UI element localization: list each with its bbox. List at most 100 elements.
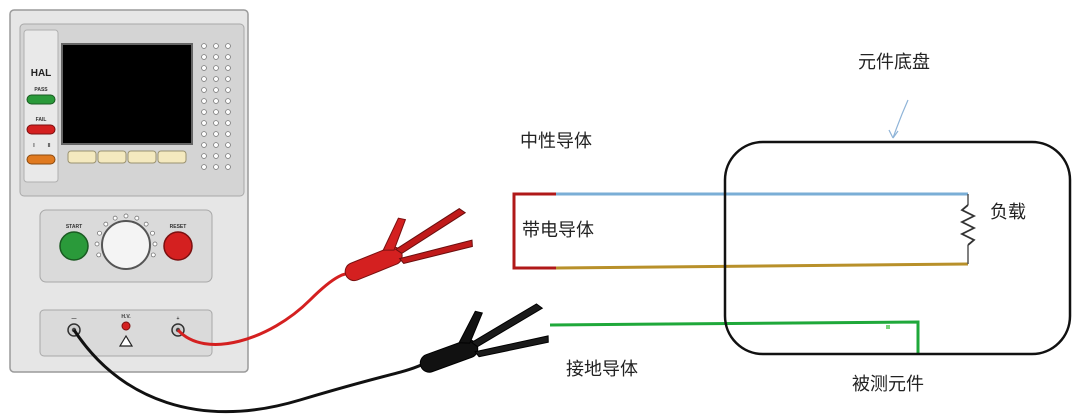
knob-scale-tick	[97, 230, 102, 236]
keypad-key[interactable]	[201, 87, 207, 93]
ground-conductor-wire	[549, 320, 920, 354]
red-clip-lever	[382, 217, 407, 251]
keypad-key[interactable]	[201, 120, 207, 126]
knob-scale-tick	[103, 221, 109, 227]
keypad-key[interactable]	[213, 43, 219, 49]
keypad-key[interactable]	[213, 87, 219, 93]
knob-scale-tick	[112, 215, 118, 221]
hipot-tester: HAL PASS FAIL I II START RESET — H.V. +	[9, 9, 249, 373]
start-button[interactable]	[59, 231, 89, 261]
keypad-key[interactable]	[225, 43, 231, 49]
keypad-key[interactable]	[213, 153, 219, 159]
keypad-key[interactable]	[201, 164, 207, 170]
chassis-pointer-head	[888, 129, 899, 139]
neutral-conductor-label: 中性导体	[520, 131, 592, 152]
keypad	[201, 43, 231, 170]
knob-scale-tick	[96, 252, 102, 258]
pass-label: PASS	[34, 87, 48, 93]
red-clip-jaw-upper	[394, 208, 467, 255]
knob-scale-tick	[152, 241, 158, 247]
start-label: START	[66, 224, 82, 230]
ground-marker	[886, 325, 890, 329]
black-clip-boot	[419, 339, 479, 373]
fail-led	[26, 124, 56, 135]
indicator-i-label: I	[33, 143, 35, 149]
hv-label: H.V.	[121, 314, 131, 320]
chassis-outline	[723, 140, 1072, 356]
keypad-key[interactable]	[213, 65, 219, 71]
keypad-key[interactable]	[201, 98, 207, 104]
keypad-key[interactable]	[225, 76, 231, 82]
red-alligator-clip	[344, 208, 473, 282]
knob-scale-tick	[150, 252, 156, 258]
keypad-key[interactable]	[225, 87, 231, 93]
keypad-key[interactable]	[225, 109, 231, 115]
keypad-key[interactable]	[201, 43, 207, 49]
black-clip-jaw-upper	[470, 303, 544, 348]
return-test-lead	[72, 329, 429, 413]
keypad-key[interactable]	[225, 98, 231, 104]
live-conductor-label: 带电导体	[522, 220, 594, 241]
keypad-key[interactable]	[225, 164, 231, 170]
black-alligator-clip	[419, 303, 549, 373]
reset-label: RESET	[170, 224, 187, 230]
indicator-ii-label: II	[48, 143, 51, 149]
brand-logo: HAL	[31, 68, 52, 79]
softkey-2[interactable]	[97, 150, 127, 164]
softkey-1[interactable]	[67, 150, 97, 164]
plus-label: +	[177, 316, 180, 322]
lcd-screen	[61, 43, 193, 145]
keypad-key[interactable]	[225, 120, 231, 126]
keypad-key[interactable]	[213, 120, 219, 126]
knob-scale	[94, 213, 158, 258]
reset-button[interactable]	[163, 231, 193, 261]
keypad-key[interactable]	[213, 164, 219, 170]
red-clip-boot	[344, 246, 403, 282]
keypad-key[interactable]	[225, 142, 231, 148]
knob-scale-tick	[150, 230, 155, 236]
left-panel	[23, 29, 59, 183]
keypad-key[interactable]	[201, 65, 207, 71]
keypad-key[interactable]	[201, 153, 207, 159]
minus-label: —	[72, 316, 77, 322]
keypad-key[interactable]	[213, 142, 219, 148]
keypad-key[interactable]	[213, 76, 219, 82]
warning-icon	[118, 334, 134, 347]
knob-scale-tick	[134, 215, 140, 221]
red-clip-jaw-lower	[398, 239, 473, 264]
keypad-key[interactable]	[213, 131, 219, 137]
live-conductor-bracket	[512, 192, 556, 270]
knob-scale-tick	[123, 213, 129, 219]
keypad-key[interactable]	[213, 109, 219, 115]
control-knob[interactable]	[101, 220, 151, 270]
softkey-4[interactable]	[157, 150, 187, 164]
keypad-key[interactable]	[213, 54, 219, 60]
keypad-key[interactable]	[201, 76, 207, 82]
ground-conductor-label: 接地导体	[566, 359, 638, 380]
keypad-key[interactable]	[225, 65, 231, 71]
keypad-key[interactable]	[213, 98, 219, 104]
dut-label: 被测元件	[852, 374, 924, 395]
keypad-key[interactable]	[201, 54, 207, 60]
keypad-key[interactable]	[201, 142, 207, 148]
knob-scale-tick	[94, 241, 100, 247]
keypad-key[interactable]	[225, 131, 231, 137]
black-clip-lever	[458, 310, 483, 344]
keypad-key[interactable]	[225, 153, 231, 159]
fail-label: FAIL	[36, 117, 47, 123]
hv-indicator-led	[121, 321, 131, 331]
chassis-pointer-arrow	[892, 99, 909, 139]
load-resistor	[959, 204, 977, 246]
knob-scale-tick	[143, 221, 149, 227]
keypad-key[interactable]	[225, 54, 231, 60]
chassis-label: 元件底盘	[858, 52, 930, 73]
indicator-led	[26, 154, 56, 165]
load-label: 负载	[990, 202, 1026, 223]
live-conductor-wire	[555, 262, 969, 270]
keypad-key[interactable]	[201, 131, 207, 137]
pass-led	[26, 94, 56, 105]
keypad-key[interactable]	[201, 109, 207, 115]
black-clip-jaw-lower	[474, 335, 549, 358]
softkey-3[interactable]	[127, 150, 157, 164]
